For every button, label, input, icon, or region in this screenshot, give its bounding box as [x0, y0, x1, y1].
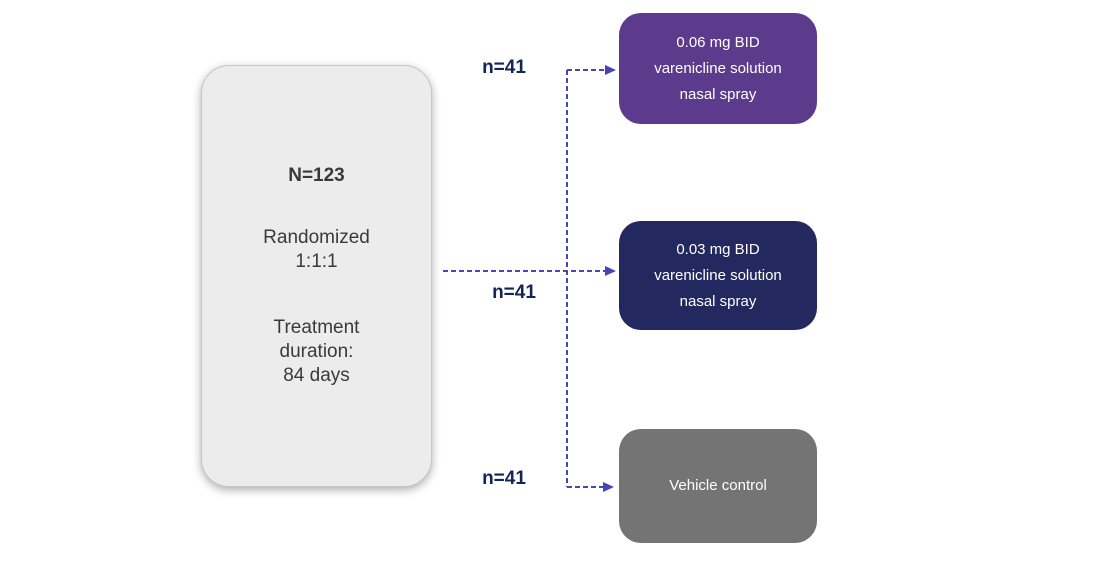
- total-enrolled-label: N=123: [288, 165, 345, 186]
- arm1-route-line: nasal spray: [679, 85, 757, 103]
- randomized-ratio-label: Randomized 1:1:1: [263, 226, 370, 274]
- source-box-randomization: N=123 Randomized 1:1:1 Treatment duratio…: [201, 65, 432, 487]
- arm2-route-line: nasal spray: [679, 292, 757, 310]
- treatment-word: Treatment: [273, 317, 360, 338]
- arm1-dose-line: 0.06 mg BID: [676, 33, 760, 51]
- arrowhead-middle: [605, 266, 616, 276]
- randomized-label: Randomized: [263, 227, 370, 248]
- arm-box-low-dose: 0.03 mg BID varenicline solution nasal s…: [619, 221, 817, 330]
- branch-1-n-label: n=41: [482, 57, 526, 78]
- arm1-drug-line: varenicline solution: [654, 59, 782, 77]
- arm2-drug-line: varenicline solution: [654, 266, 782, 284]
- arm2-dose-line: 0.03 mg BID: [676, 240, 760, 258]
- arrowhead-top: [605, 65, 616, 75]
- duration-word: duration:: [279, 341, 354, 362]
- duration-value: 84 days: [283, 365, 350, 386]
- arrowhead-bottom: [603, 482, 614, 492]
- arm-box-high-dose: 0.06 mg BID varenicline solution nasal s…: [619, 13, 817, 124]
- branch-2-n-label: n=41: [492, 282, 536, 303]
- arm3-label-line: Vehicle control: [669, 477, 767, 494]
- arm-box-vehicle-control: Vehicle control: [619, 429, 817, 543]
- treatment-duration-label: Treatment duration: 84 days: [274, 316, 360, 388]
- ratio-label: 1:1:1: [295, 251, 338, 272]
- branch-3-n-label: n=41: [482, 468, 526, 489]
